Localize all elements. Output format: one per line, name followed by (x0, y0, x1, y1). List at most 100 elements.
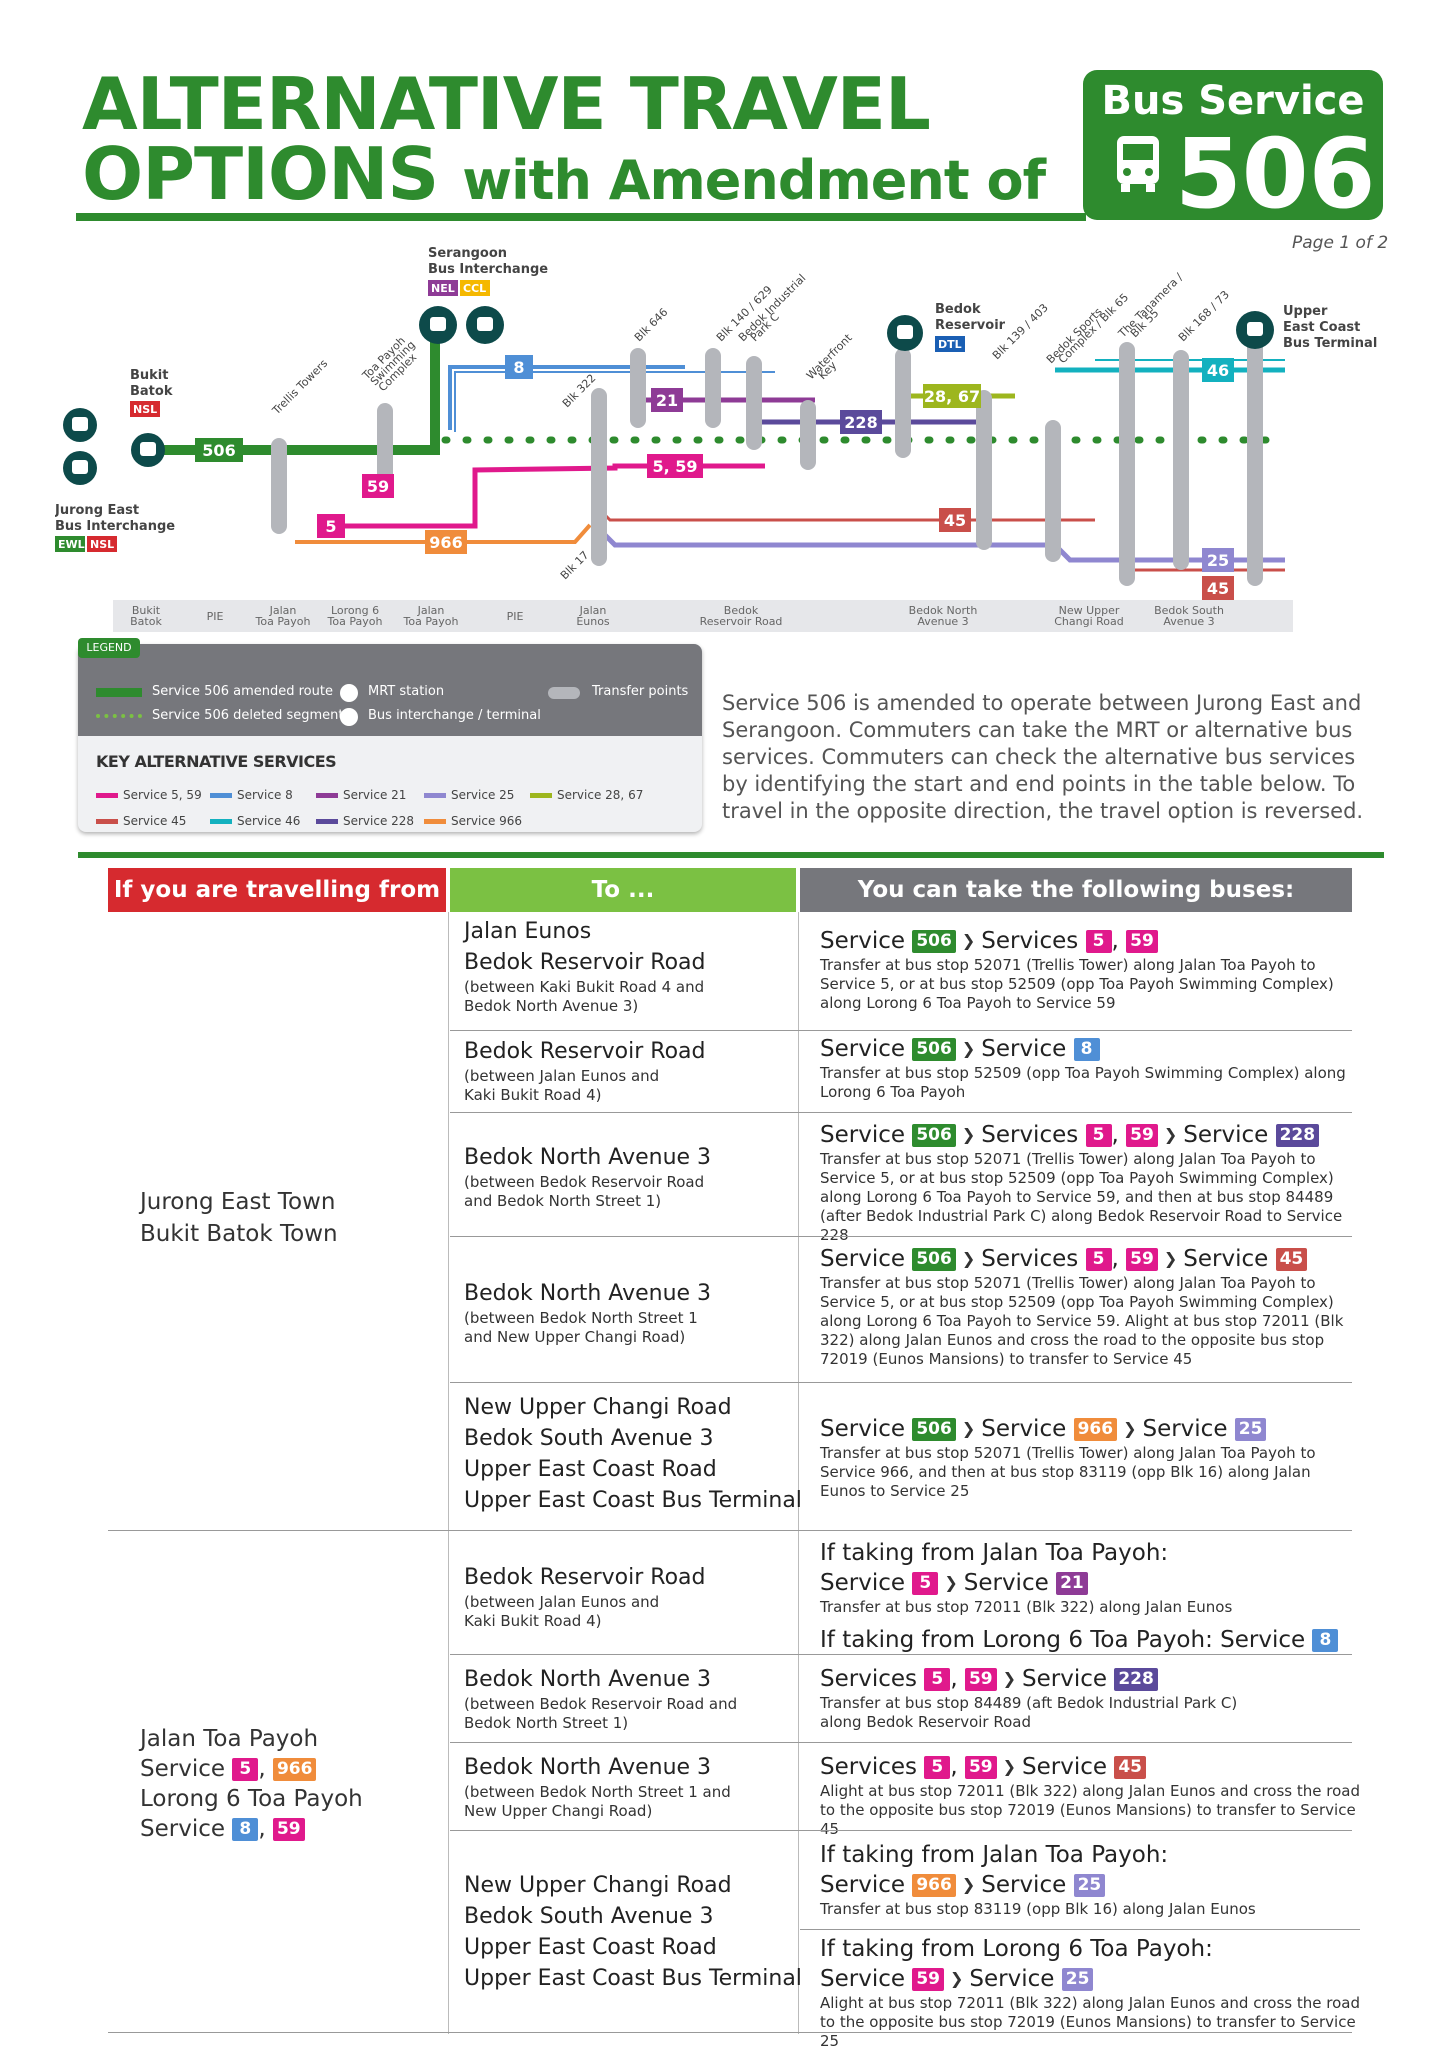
badge-dtl: DTL (938, 338, 962, 351)
badge-5: 5 (924, 1756, 951, 1779)
transfer-bsc (1045, 420, 1061, 562)
transfer-blk139 (976, 390, 992, 550)
key-item: Service 966 (424, 814, 522, 828)
road-label: Jalan (269, 604, 297, 617)
comma: , (1111, 928, 1119, 954)
road-label: Avenue 3 (917, 615, 968, 628)
section-rule (78, 852, 1384, 858)
row-5-buses: Service 506❯Service 966❯Service 25 Trans… (820, 1414, 1360, 1501)
from-service-word: Service (140, 1816, 226, 1842)
column-divider (448, 912, 449, 2034)
comma: , (258, 1756, 266, 1782)
badge-966: 966 (1073, 1418, 1118, 1441)
badge-506: 506 (912, 930, 956, 953)
route-label-5-59: 5, 59 (652, 457, 697, 476)
road-label: Batok (130, 615, 162, 628)
key-item: Service 25 (424, 788, 514, 802)
route-5-59 (330, 463, 765, 529)
to-line: Upper East Coast Bus Terminal (464, 1966, 802, 1991)
bus-service-number: 506 (1175, 118, 1376, 230)
key-item: Service 228 (316, 814, 414, 828)
badge-25: 25 (1061, 1968, 1094, 1991)
badge-506: 506 (912, 1248, 956, 1271)
chevron-right-icon: ❯ (961, 1419, 976, 1438)
route-label-966: 966 (429, 533, 462, 552)
comma: , (258, 1816, 266, 1842)
road-label: PIE (507, 610, 524, 623)
title-rule (76, 213, 1086, 221)
transfer-tanamera (1119, 342, 1135, 586)
transfer-bip (746, 356, 762, 450)
route-45 (598, 508, 1095, 522)
row-9-buses: If taking from Jalan Toa Payoh: Service … (800, 1840, 1360, 2051)
stop-blk168: Blk 168 / 73 (1176, 288, 1232, 344)
word-service: Service (820, 1036, 906, 1062)
comma: , (950, 1666, 958, 1692)
header-buses: You can take the following buses: (800, 868, 1352, 912)
badge-nel: NEL (431, 282, 455, 295)
row-8-buses: Services 5, 59❯Service 45 Alight at bus … (820, 1752, 1360, 1839)
route-label-25: 25 (1207, 551, 1229, 570)
to-line: New Upper Changi Road (464, 1395, 732, 1420)
station-bedok: Bedok (935, 302, 981, 317)
key-swatch (210, 793, 232, 798)
to-line: Bedok Reservoir Road (464, 1565, 706, 1590)
road-label: Avenue 3 (1163, 615, 1214, 628)
word-service: Service (820, 1966, 906, 1992)
key-swatch (316, 819, 338, 824)
transfer-uec (1247, 340, 1263, 586)
stop-blk17: Blk 17 (558, 549, 592, 583)
bus-service-box: Bus Service 506 (1083, 70, 1383, 230)
table-bottom-rule (108, 2032, 1352, 2033)
word-service: Service (1183, 1122, 1269, 1148)
badge-5: 5 (1085, 1124, 1112, 1147)
badge-59: 59 (912, 1968, 944, 1991)
key-label: Service 28, 67 (557, 788, 644, 802)
badge-nsl-jurong: NSL (90, 538, 114, 551)
road-label: Bedok South (1154, 604, 1224, 617)
to-sub: (between Bedok Reservoir Road and Bedok … (464, 1695, 738, 1732)
chevron-right-icon: ❯ (1163, 1125, 1178, 1144)
row-head: If taking from Jalan Toa Payoh: (820, 1540, 1169, 1566)
word-service: Service (1142, 1416, 1228, 1442)
to-sub: (between Jalan Eunos and Kaki Bukit Road… (464, 1593, 660, 1630)
key-label: Service 966 (451, 814, 523, 828)
header-to: To ... (450, 868, 796, 912)
word-service: Service (820, 1416, 906, 1442)
word-services: Services (981, 1122, 1079, 1148)
mrt-legend-icon (340, 684, 358, 702)
row-divider (450, 1112, 1352, 1113)
badge-228: 228 (1275, 1124, 1320, 1147)
row-note: Transfer at bus stop 52071 (Trellis Towe… (820, 1150, 1343, 1244)
route-label-5: 5 (325, 517, 336, 536)
word-service: Service (1022, 1666, 1108, 1692)
road-label: Bedok North (909, 604, 978, 617)
row-note: Alight at bus stop 72011 (Blk 322) along… (820, 1782, 1360, 1838)
key-swatch (424, 819, 446, 824)
transfer-waterfront (800, 400, 816, 470)
to-line: Bedok North Avenue 3 (464, 1281, 712, 1306)
page-number: Page 1 of 2 (1292, 233, 1389, 253)
road-label: Toa Payoh (403, 615, 459, 628)
legend-tab: LEGEND (78, 638, 140, 658)
route-label-228: 228 (844, 413, 877, 432)
to-line: Bedok North Avenue 3 (464, 1755, 712, 1780)
word-services: Services (981, 928, 1079, 954)
station-batok: Batok (130, 384, 173, 399)
badge-966: 966 (912, 1874, 956, 1897)
row-note: Transfer at bus stop 52071 (Trellis Towe… (820, 956, 1334, 1012)
key-title: KEY ALTERNATIVE SERVICES (96, 752, 337, 771)
from-toa-payoh: Jalan Toa Payoh Service 5, 966 Lorong 6 … (140, 1724, 363, 1844)
row-5-to: New Upper Changi Road Bedok South Avenue… (464, 1392, 802, 1516)
row-divider (450, 1654, 1352, 1655)
station-serangoon: Serangoon (428, 246, 507, 261)
row-divider (450, 1382, 1352, 1383)
badge-8: 8 (1312, 1629, 1339, 1652)
key-item: Service 8 (210, 788, 293, 802)
word-service: Service (820, 1246, 906, 1272)
legend-interchange: Bus interchange / terminal (368, 708, 541, 723)
road-label: Reservoir Road (700, 615, 783, 628)
station-jurong: Jurong East (55, 503, 139, 518)
row-divider (450, 1830, 1352, 1831)
